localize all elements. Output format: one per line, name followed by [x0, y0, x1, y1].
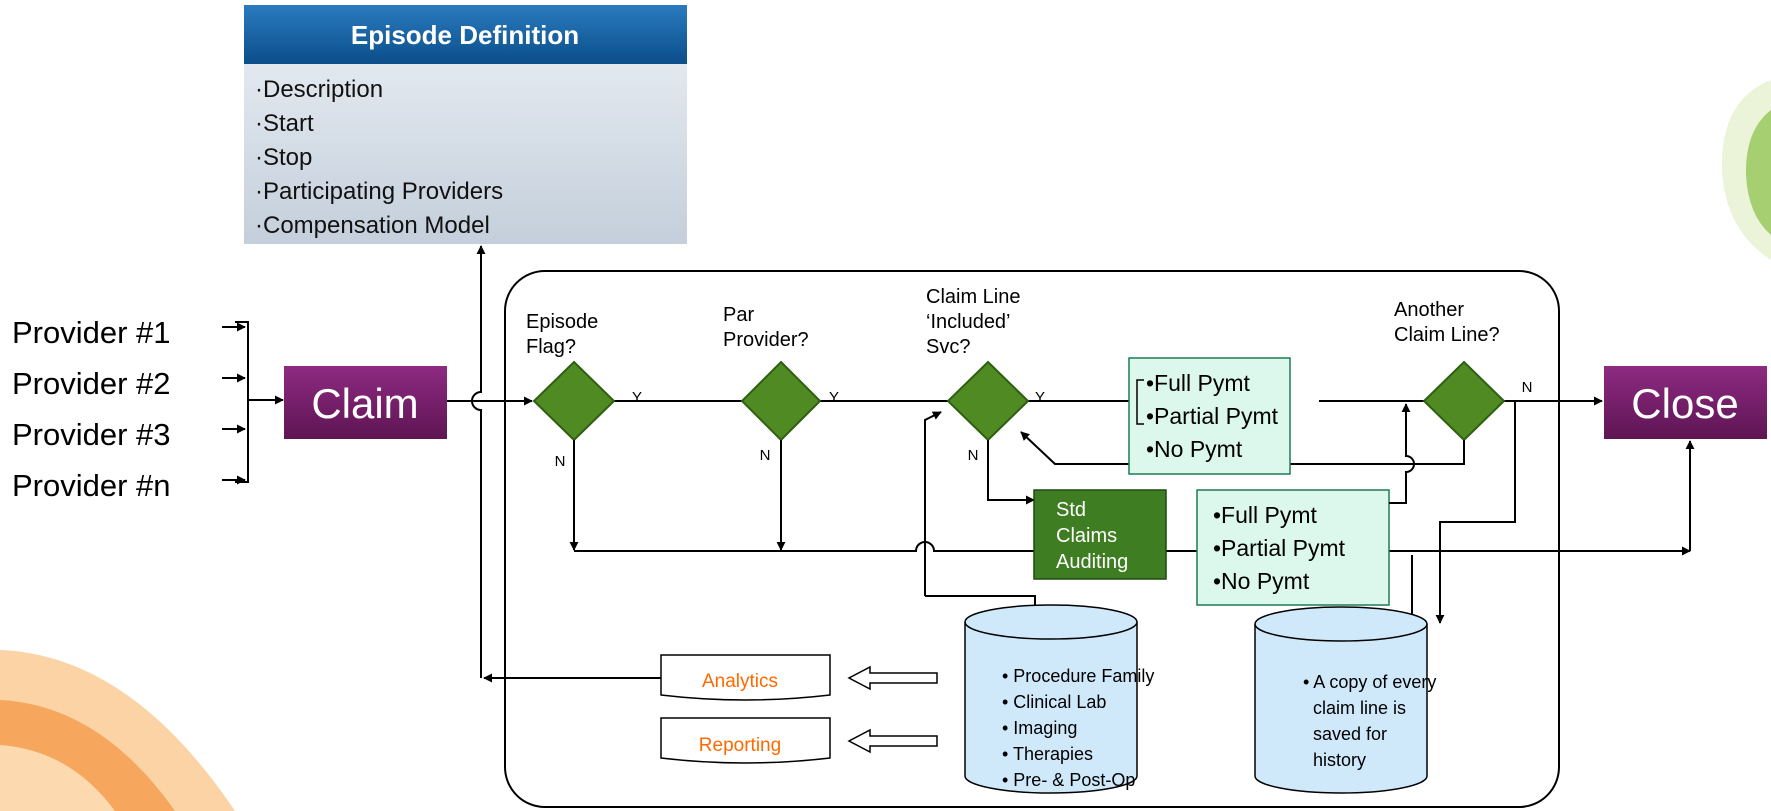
decision-episode-flag [532, 360, 616, 442]
decor-right-edge [1721, 80, 1771, 260]
history-text-line: history [1313, 750, 1366, 770]
decision-label-episode-flag: Episode [526, 311, 598, 333]
reference-item: • Imaging [1002, 718, 1077, 738]
provider-label: Provider #2 [12, 366, 171, 401]
payment-option: •Partial Pymt [1146, 403, 1279, 429]
decor-bottom-left [0, 650, 235, 811]
std-claims-box [1033, 489, 1167, 580]
episode-definition-title: Episode Definition [351, 20, 579, 50]
payment-options-upper: •Full Pymt •Partial Pymt •No Pymt [1146, 370, 1279, 462]
label-n-par: N [760, 447, 771, 464]
history-database-text: • A copy of every claim line is saved fo… [1303, 672, 1436, 770]
episode-definition-item: ·Description [255, 76, 383, 103]
provider-bracket [235, 321, 249, 483]
label-n-included: N [968, 447, 979, 464]
provider-label: Provider #1 [12, 315, 171, 350]
close-label: Close [1631, 380, 1738, 427]
reporting-output: Reporting [660, 717, 831, 764]
history-text-line: saved for [1313, 724, 1387, 744]
payment-option: •No Pymt [1213, 568, 1310, 594]
decision-label-included-svc: Svc? [926, 336, 970, 358]
std-claims-line: Std [1056, 499, 1086, 521]
provider-list: Provider #1 Provider #2 Provider #3 Provide… [12, 315, 246, 503]
decision-label-another-line: Another [1394, 299, 1464, 321]
label-y-episode: Y [632, 389, 642, 406]
payment-box-upper [1128, 357, 1291, 475]
payment-option: •Full Pymt [1213, 502, 1318, 528]
decision-label-another-line: Claim Line? [1394, 324, 1500, 346]
label-y-included: Y [1035, 389, 1045, 406]
decision-par-provider [740, 360, 822, 442]
flow-included-no-to-std [987, 440, 1035, 505]
label-y-par: Y [829, 389, 839, 406]
history-database: • A copy of every claim line is saved fo… [1254, 606, 1436, 794]
label-n-episode: N [555, 453, 566, 470]
process-container [504, 270, 1560, 808]
flow-refdb-to-included [924, 411, 942, 596]
decision-another-claim-line [1422, 360, 1506, 442]
claim-box [284, 366, 447, 439]
episode-definition-panel: Episode Definition ·Description ·Start ·St… [244, 5, 687, 244]
reference-database: • Procedure Family • Clinical Lab • Imagin… [964, 604, 1154, 794]
label-n-another: N [1522, 379, 1533, 396]
decision-label-par-provider: Provider? [723, 329, 809, 351]
reference-item: • Clinical Lab [1002, 692, 1106, 712]
reporting-label: Reporting [699, 735, 781, 756]
close-box [1604, 366, 1767, 439]
episode-definition-item: ·Participating Providers [255, 178, 503, 205]
reference-item: • Therapies [1002, 744, 1093, 764]
decision-label-par-provider: Par [723, 304, 754, 326]
decision-label-episode-flag: Flag? [526, 336, 576, 358]
episode-definition-item: ·Stop [255, 144, 312, 171]
reference-database-items: • Procedure Family • Clinical Lab • Imagin… [1002, 666, 1154, 790]
payment-option: •Full Pymt [1146, 370, 1251, 396]
episode-definition-item: ·Start [255, 110, 314, 137]
episode-definition-item: ·Compensation Model [255, 212, 490, 239]
block-arrow-to-analytics [847, 665, 938, 691]
claim-label: Claim [311, 380, 418, 427]
std-claims-line: Auditing [1056, 551, 1128, 573]
payment-box-lower [1196, 489, 1390, 606]
block-arrow-to-reporting [847, 728, 938, 754]
reference-item: • Procedure Family [1002, 666, 1154, 686]
arrow-analytics-to-definition [471, 245, 486, 678]
history-text-line: claim line is [1313, 698, 1406, 718]
analytics-output: Analytics [660, 654, 831, 701]
history-text-line: • A copy of every [1303, 672, 1436, 692]
provider-label: Provider #n [12, 468, 171, 503]
flow-another-to-history [1435, 401, 1516, 624]
payment-option: •No Pymt [1146, 436, 1243, 462]
decision-label-included-svc: ‘Included’ [926, 311, 1011, 333]
payment-options-lower: •Full Pymt •Partial Pymt •No Pymt [1213, 502, 1346, 594]
payment-option: •Partial Pymt [1213, 535, 1346, 561]
analytics-label: Analytics [702, 671, 778, 692]
flow-lower-payment-up [1389, 403, 1415, 504]
decision-label-included-svc: Claim Line [926, 286, 1020, 308]
reference-item: • Pre- & Post-Op [1002, 770, 1135, 790]
decision-included-svc [946, 360, 1030, 442]
episode-definition-items: ·Description ·Start ·Stop ·Participating Pr… [255, 76, 503, 239]
std-claims-line: Claims [1056, 525, 1117, 547]
provider-label: Provider #3 [12, 417, 171, 452]
payment-bracket [1136, 379, 1144, 425]
